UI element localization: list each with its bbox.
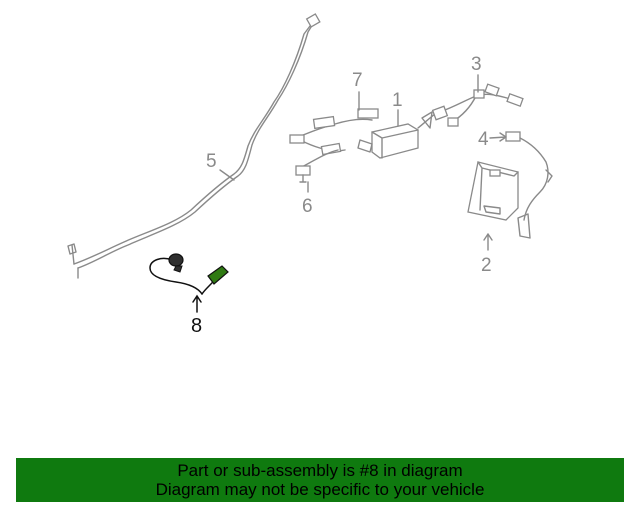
part-3-harness[interactable] [421,83,524,129]
callout-1: 1 [392,90,403,111]
callout-3: 3 [471,54,482,75]
callout-2: 2 [481,255,492,276]
info-banner: Part or sub-assembly is #8 in diagram Di… [16,458,624,502]
sensor-plug [168,253,184,267]
callout-6: 6 [302,196,313,217]
callout-8: 8 [191,315,202,337]
banner-line-1: Part or sub-assembly is #8 in diagram [177,461,463,480]
leader-2 [483,233,493,251]
parts-diagram: 5 7 6 1 3 [67,13,553,337]
callout-5: 5 [206,151,217,172]
leader-4 [489,132,507,142]
part-7-wire-harness[interactable] [289,108,379,169]
part-2-bracket[interactable] [467,161,519,221]
part-6-connector[interactable] [295,165,311,183]
callout-4: 4 [478,129,489,150]
callout-7: 7 [352,70,363,91]
part-5-antenna-cable[interactable] [67,13,321,279]
leader-8 [192,294,202,313]
leader-5 [219,169,235,181]
part-8-sensor-harness[interactable] [149,253,229,295]
banner-line-2: Diagram may not be specific to your vehi… [155,480,485,499]
highlight-connector [207,265,229,285]
